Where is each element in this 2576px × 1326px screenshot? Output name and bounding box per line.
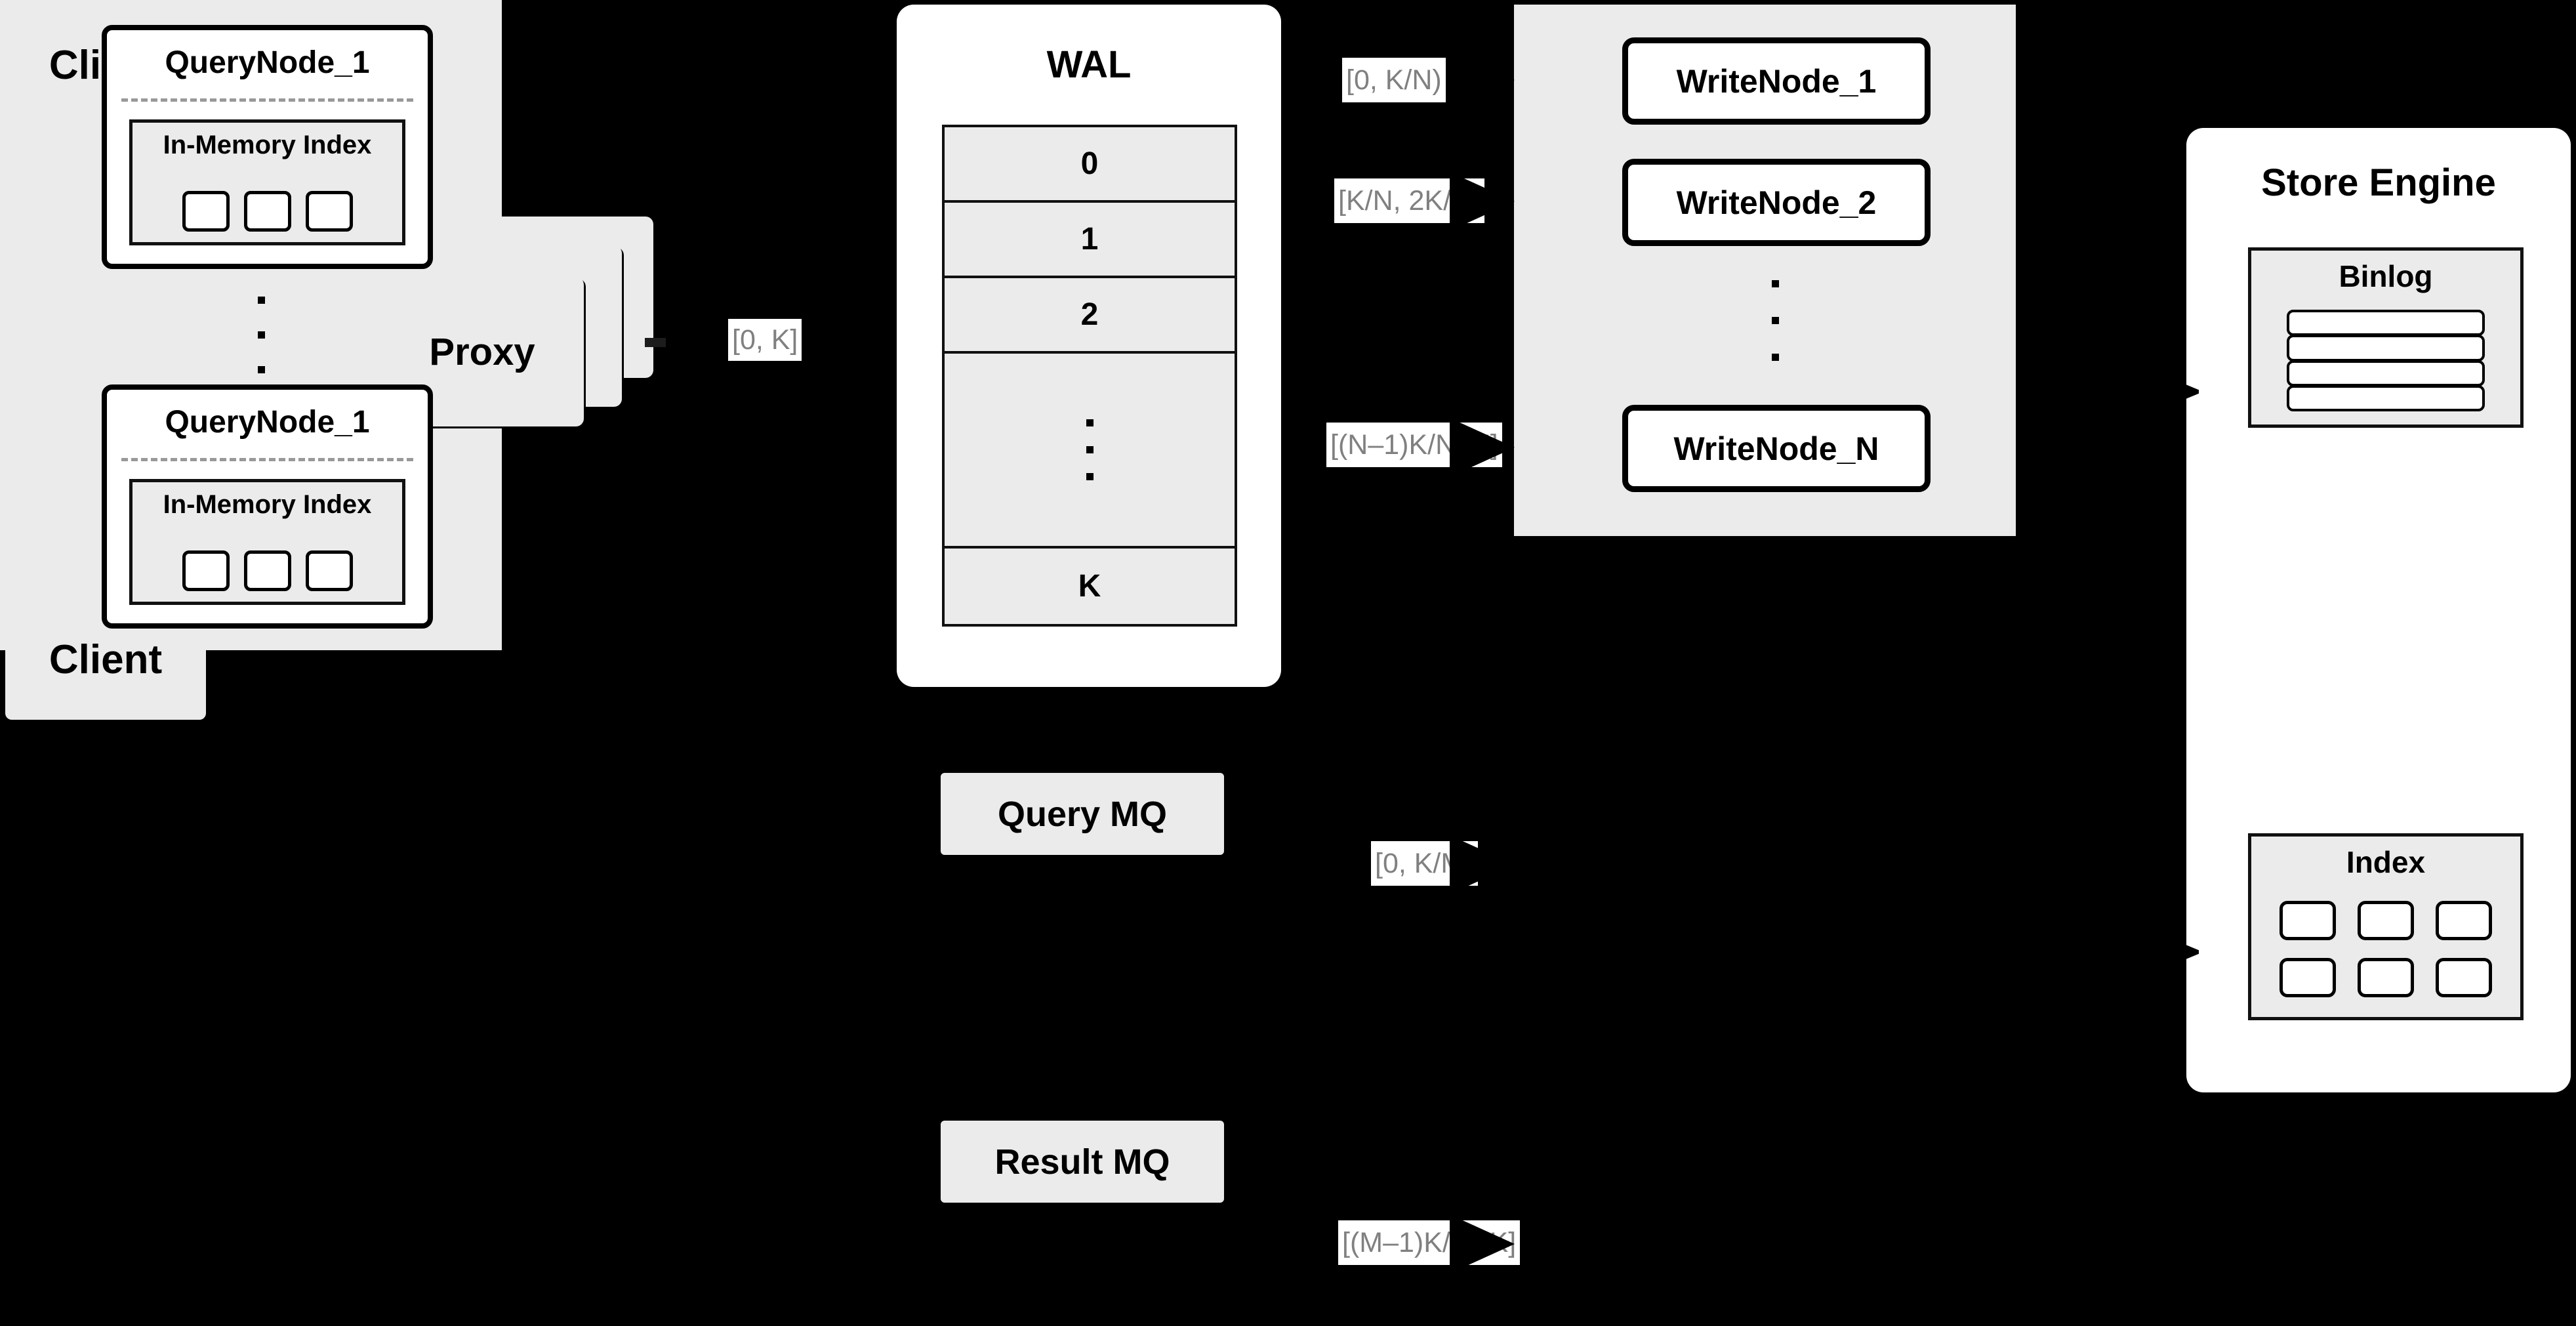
ellipsis-dot xyxy=(258,366,265,373)
index-cell xyxy=(2279,957,2336,997)
ellipsis-dot xyxy=(1772,317,1779,324)
index-cell xyxy=(2279,901,2336,941)
query-node-m[interactable]: QueryNode_1 In-Memory Index xyxy=(102,384,433,629)
proxy-stack[interactable]: Proxy xyxy=(380,217,695,426)
index-cell xyxy=(2357,957,2414,997)
index-segment-cell xyxy=(305,191,353,232)
binlog-row xyxy=(2287,310,2485,337)
write-node-cluster: WriteNode_1 WriteNode_2 WriteNode_N xyxy=(1514,5,2016,536)
client-box-2[interactable]: Client xyxy=(5,599,206,720)
in-memory-index-title: In-Memory Index xyxy=(163,490,372,519)
index-segment-cell xyxy=(182,191,230,232)
ellipsis-dot xyxy=(258,331,265,339)
in-memory-index-2: In-Memory Index xyxy=(129,479,405,605)
binlog-row xyxy=(2287,335,2485,362)
wal-row: K xyxy=(1078,569,1101,604)
in-memory-index-cells xyxy=(133,550,402,591)
query-node-1[interactable]: QueryNode_1 In-Memory Index xyxy=(102,25,433,269)
index-cell xyxy=(2436,957,2493,997)
write-node-ellipsis xyxy=(1772,280,1779,361)
binlog-title: Binlog xyxy=(2339,259,2433,293)
write-node-1[interactable]: WriteNode_1 xyxy=(1622,37,1931,125)
proxy-connector-stub xyxy=(645,338,666,347)
binlog-row xyxy=(2287,360,2485,386)
index-cell-grid xyxy=(2274,897,2498,1001)
query-node-m-title: QueryNode_1 xyxy=(165,405,370,440)
in-memory-index-1: In-Memory Index xyxy=(129,119,405,245)
ellipsis-dot xyxy=(1772,280,1779,287)
wal-row: 0 xyxy=(945,127,1235,203)
binlog-panel: Binlog xyxy=(2248,247,2524,428)
index-panel: Index xyxy=(2248,833,2524,1020)
ellipsis-dot xyxy=(1086,473,1094,480)
in-memory-index-cells xyxy=(133,191,402,232)
ellipsis-dot xyxy=(1086,446,1094,453)
wal-row: 2 xyxy=(945,278,1235,354)
wal-row: 1 xyxy=(945,203,1235,278)
query-node-ellipsis xyxy=(258,297,265,373)
ellipsis-dot xyxy=(258,297,265,304)
store-engine-panel: Store Engine Binlog Index xyxy=(2186,128,2571,1092)
index-segment-cell xyxy=(305,550,353,591)
store-engine-title: Store Engine xyxy=(2261,161,2496,204)
range-label-proxy-out: [0, K] xyxy=(728,319,802,361)
query-mq-box[interactable]: Query MQ xyxy=(941,773,1224,855)
query-node-divider xyxy=(121,98,413,102)
binlog-row-list xyxy=(2287,310,2485,411)
index-cell xyxy=(2436,901,2493,941)
wal-title: WAL xyxy=(1046,43,1132,86)
wal-row-list: 0 1 2 K xyxy=(942,125,1237,627)
query-node-1-title: QueryNode_1 xyxy=(165,45,370,80)
query-node-divider xyxy=(121,458,413,461)
in-memory-index-title: In-Memory Index xyxy=(163,131,372,159)
index-title: Index xyxy=(2346,845,2426,879)
write-node-n[interactable]: WriteNode_N xyxy=(1622,405,1931,492)
index-segment-cell xyxy=(182,550,230,591)
ellipsis-dot xyxy=(1086,419,1094,426)
wal-row-ellipsis xyxy=(945,354,1235,549)
ellipsis-dot xyxy=(1772,354,1779,361)
index-segment-cell xyxy=(243,191,291,232)
index-cell xyxy=(2357,901,2414,941)
range-label-write-node-1: [0, K/N) xyxy=(1342,58,1446,102)
write-node-2[interactable]: WriteNode_2 xyxy=(1622,159,1931,246)
result-mq-box[interactable]: Result MQ xyxy=(941,1121,1224,1203)
binlog-row xyxy=(2287,384,2485,411)
index-segment-cell xyxy=(243,550,291,591)
